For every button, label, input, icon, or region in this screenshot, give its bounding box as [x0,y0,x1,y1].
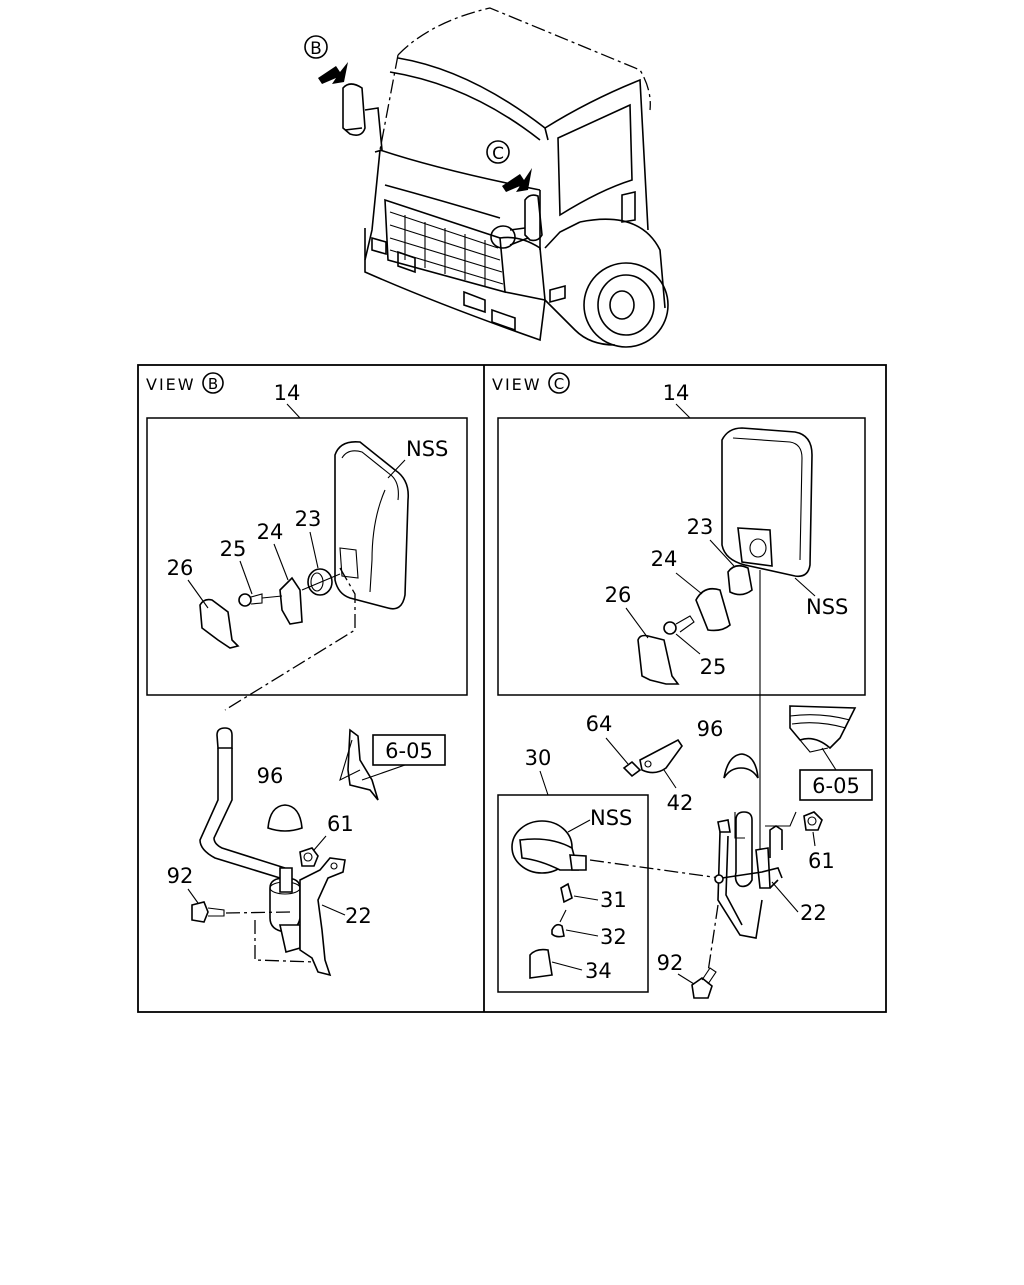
view-c-label-nss2: NSS [590,806,632,830]
view-b-label-23: 23 [295,507,322,531]
view-b-part-24 [279,576,303,625]
view-b-label-ref: 6-05 [385,739,433,763]
view-b-heading-circle [202,372,224,394]
view-c-heading-letter: C [554,375,564,393]
view-b-label-22: 22 [345,904,372,928]
view-b-part-25 [238,593,252,607]
view-c-label-61: 61 [808,849,835,873]
view-c-part-23 [727,564,753,596]
view-b-label-96: 96 [257,764,284,788]
view-c-label-42: 42 [667,791,694,815]
view-c-arrow-icon [502,168,532,192]
view-c-part-92 [691,977,713,999]
view-c-label-25: 25 [700,655,727,679]
view-c-part-42 [639,738,683,774]
view-c-label-23: 23 [687,515,714,539]
view-c-ref-box [799,769,873,801]
view-b-label-14: 14 [274,381,301,405]
view-b-door-fragment [347,728,379,801]
view-c-label-32: 32 [600,925,627,949]
main-frame [137,364,887,1013]
view-c-callout-letter: C [492,144,504,164]
view-c-part-25 [663,621,677,635]
view-c-door-fragment [789,705,857,750]
view-c-label-92: 92 [657,951,684,975]
view-c-part-34 [529,948,553,979]
view-c-label-nss: NSS [806,595,848,619]
view-c-sub-box [497,794,649,993]
view-c-label-22: 22 [800,901,827,925]
view-b-mirror-head [334,440,410,610]
view-c-part-61 [803,811,823,831]
view-c-label-14: 14 [663,381,690,405]
view-b-heading-letter: B [208,375,218,393]
view-b-part-96 [267,804,303,832]
view-c-label-ref: 6-05 [812,774,860,798]
view-c-label-64: 64 [586,712,613,736]
view-b-arm-end [216,727,233,749]
view-c-heading-circle [548,372,570,394]
view-b-label-25: 25 [220,537,247,561]
view-b-panel: VIEW B 14 NSS 23 24 25 26 [146,372,468,977]
truck-overview: B C [304,7,669,348]
view-c-label-30: 30 [525,746,552,770]
view-b-mirror-box [146,417,468,696]
view-b-label-61: 61 [327,812,354,836]
view-b-part-92 [191,901,209,923]
view-c-part-64 [622,760,642,778]
view-b-label-92: 92 [167,864,194,888]
view-c-label-31: 31 [600,888,627,912]
view-b-callout-circle [304,35,328,59]
view-c-part-26 [637,634,680,685]
view-b-ref-box [372,734,446,766]
view-c-label-26: 26 [605,583,632,607]
view-c-panel: VIEW C 14 NSS 23 24 25 26 64 [492,372,873,999]
view-b-heading: VIEW [146,375,196,394]
view-b-part-26 [199,598,240,649]
view-b-callout-letter: B [310,39,322,59]
view-b-arrow-icon [318,62,348,84]
view-c-label-34: 34 [585,959,612,983]
view-c-mirror-box [497,417,866,696]
view-b-label-24: 24 [257,520,284,544]
view-c-part-24 [695,587,731,632]
view-c-part-31 [560,882,573,904]
view-c-label-24: 24 [651,547,678,571]
view-b-label-nss: NSS [406,437,448,461]
view-c-part-96 [723,753,759,779]
view-b-label-26: 26 [167,556,194,580]
view-c-part-32 [551,923,565,938]
view-c-heading: VIEW [492,375,542,394]
view-b-part-22-bracket [299,857,346,977]
view-c-callout-circle [486,140,510,164]
view-b-part-61 [299,847,319,867]
view-c-stem-housing [734,811,753,888]
view-c-label-96: 96 [697,717,724,741]
